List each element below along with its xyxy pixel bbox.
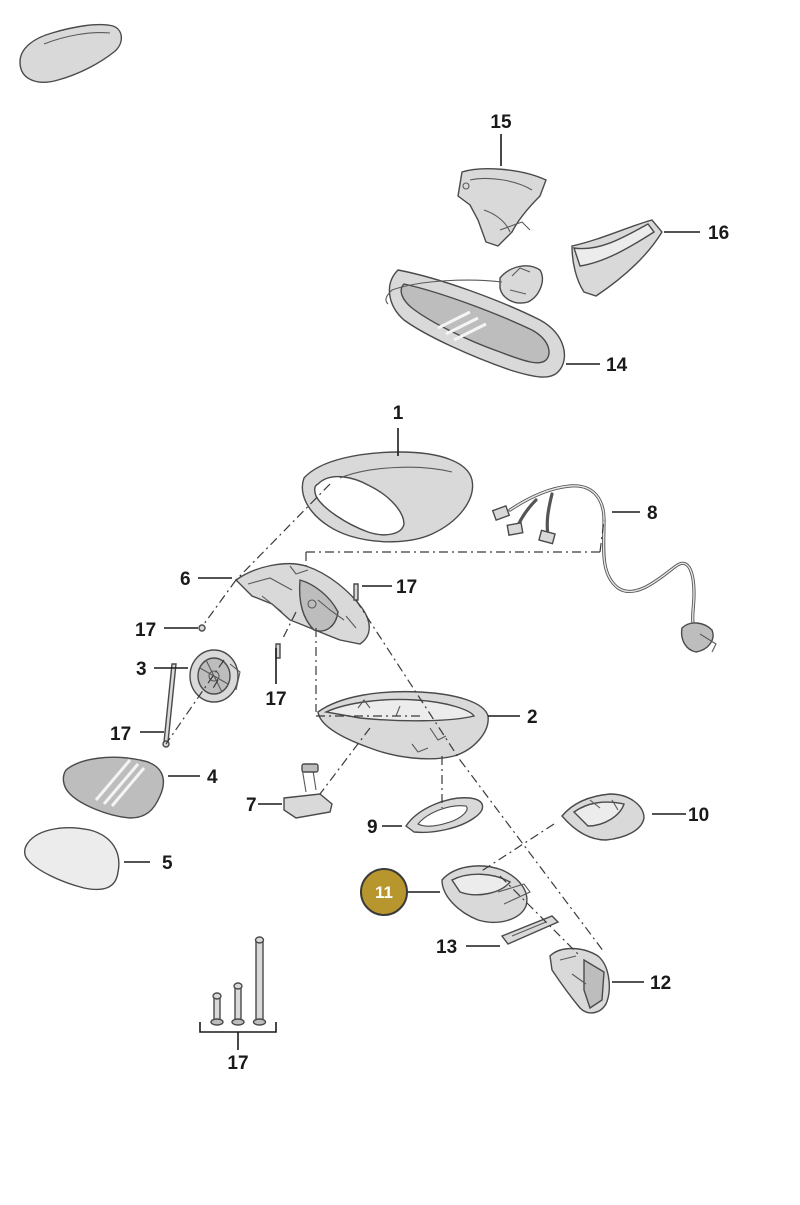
callout-13: 13 [436,937,457,958]
callout-4: 4 [207,767,218,788]
callout-17-right: 17 [396,577,417,598]
part-13-strip[interactable] [500,915,560,945]
part-2-lower-housing[interactable] [317,690,489,760]
callout-11: 11 [375,883,393,902]
callout-14: 14 [606,355,628,376]
callout-17-bottom: 17 [227,1053,248,1074]
part-8-wiring-harness[interactable] [491,484,717,653]
screw-17-lower[interactable] [162,663,177,748]
callout-5: 5 [162,853,173,874]
callout-labels: 15 16 14 1 8 6 17 17 3 17 2 17 4 7 9 10 … [110,112,729,1074]
part-15-mirror-base[interactable] [457,168,547,247]
callout-10: 10 [688,805,709,826]
part-4-mirror-glass[interactable] [62,756,165,819]
callout-17-left: 17 [135,620,156,641]
part-9-gasket[interactable] [405,797,484,834]
callout-6: 6 [180,569,191,590]
callout-7: 7 [246,795,257,816]
screw-set-17[interactable] [210,936,267,1026]
callout-9: 9 [367,817,378,838]
callout-1: 1 [393,403,404,424]
part-1-mirror-cap[interactable] [301,451,474,543]
part-7-light-module[interactable] [283,763,333,819]
part-12-camera-module[interactable] [549,947,610,1014]
callout-12: 12 [650,973,671,994]
screw-17-left[interactable] [198,624,206,632]
part-6-mirror-bracket[interactable] [234,563,370,645]
callout-2: 2 [527,707,538,728]
part-5-mirror-glass-plain[interactable] [23,827,120,891]
callout-11-highlight[interactable]: 11 [360,868,408,916]
assembly-lines [165,483,605,957]
callout-8: 8 [647,503,658,524]
part-14-rearview-mirror[interactable] [385,265,566,378]
leader-lines [124,134,700,1050]
callout-16: 16 [708,223,729,244]
part-3-adjustment-motor[interactable] [189,649,241,703]
highlight-badge [360,868,408,916]
callout-17-lower: 17 [110,724,131,745]
callout-17-center: 17 [265,689,286,710]
callout-3: 3 [136,659,147,680]
part-10-cover-shell[interactable] [561,793,645,841]
car-silhouette-icon [19,23,123,83]
part-11-camera-housing[interactable] [441,865,531,924]
callout-15: 15 [490,112,512,133]
part-16-trim-cover[interactable] [571,219,663,297]
screw-17-right[interactable] [353,583,359,601]
